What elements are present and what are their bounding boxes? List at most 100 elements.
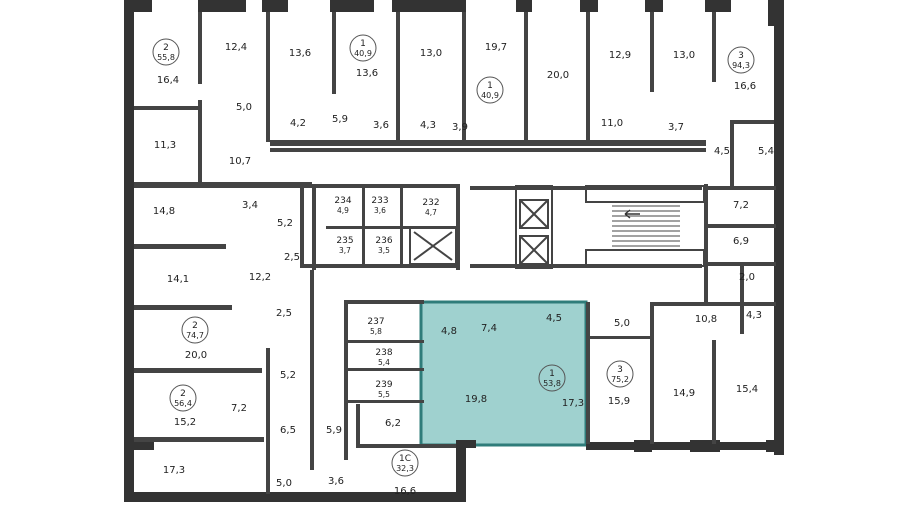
room-area-label: 15,9 bbox=[608, 396, 630, 407]
apartment-area: 94,3 bbox=[732, 61, 750, 70]
room-area-label: 10,7 bbox=[229, 156, 251, 167]
apartment-rooms: 1 bbox=[549, 369, 555, 379]
apartment-rooms: 2 bbox=[163, 43, 169, 53]
room-area-label: 10,8 bbox=[695, 314, 717, 325]
storage-unit-area: 3,6 bbox=[374, 206, 386, 215]
room-area-label: 3,9 bbox=[452, 122, 468, 133]
room-area-label: 4,8 bbox=[441, 326, 457, 337]
room-area-label: 4,2 bbox=[290, 118, 306, 129]
apartment-marker-apt-2-55-8[interactable]: 255,8 bbox=[152, 38, 180, 66]
room-area-label: 4,3 bbox=[746, 310, 762, 321]
room-area-label: 20,0 bbox=[185, 350, 207, 361]
apartment-marker-circle bbox=[606, 360, 634, 388]
storage-unit-area: 4,9 bbox=[337, 206, 349, 215]
room-area-label: 5,2 bbox=[280, 370, 296, 381]
room-area-label: 13,6 bbox=[356, 68, 378, 79]
apartment-marker-circle bbox=[476, 76, 504, 104]
apartment-marker-circle bbox=[391, 449, 419, 477]
room-area-label: 17,3 bbox=[562, 398, 584, 409]
room-area-label: 3,7 bbox=[668, 122, 684, 133]
room-area-label: 7,2 bbox=[733, 200, 749, 211]
apartment-marker-apt-2-74-7[interactable]: 274,7 bbox=[181, 316, 209, 344]
storage-unit-area: 5,5 bbox=[378, 390, 390, 399]
room-area-label: 4,5 bbox=[546, 313, 562, 324]
apartment-area: 40,9 bbox=[481, 91, 499, 100]
apartment-marker-apt-1-40-9-top[interactable]: 140,9 bbox=[349, 34, 377, 62]
storage-unit-number: 238 bbox=[375, 348, 392, 358]
room-area-label: 7,4 bbox=[481, 323, 497, 334]
storage-unit-number: 239 bbox=[375, 380, 392, 390]
room-area-label: 6,5 bbox=[280, 425, 296, 436]
room-area-label: 16,4 bbox=[157, 75, 179, 86]
storage-unit-number: 232 bbox=[422, 198, 439, 208]
apartment-rooms: 3 bbox=[738, 51, 744, 61]
room-area-label: 20,0 bbox=[547, 70, 569, 81]
apartment-marker-apt-2-56-4[interactable]: 256,4 bbox=[169, 384, 197, 412]
apartment-marker-apt-3-94-3[interactable]: 394,3 bbox=[727, 46, 755, 74]
outer-walls bbox=[124, 0, 784, 502]
room-area-label: 12,4 bbox=[225, 42, 247, 53]
room-area-label: 13,0 bbox=[673, 50, 695, 61]
room-area-label: 17,3 bbox=[163, 465, 185, 476]
storage-unit-number: 234 bbox=[334, 196, 351, 206]
room-area-label: 19,8 bbox=[465, 394, 487, 405]
room-area-label: 6,9 bbox=[733, 236, 749, 247]
apartment-marker-apt-1-40-9-mid[interactable]: 140,9 bbox=[476, 76, 504, 104]
apartment-marker-apt-3-75-2[interactable]: 375,2 bbox=[606, 360, 634, 388]
room-area-label: 16,6 bbox=[394, 486, 416, 497]
apartment-rooms: 3 bbox=[617, 365, 623, 375]
room-area-label: 12,2 bbox=[249, 272, 271, 283]
storage-unit-area: 3,5 bbox=[378, 246, 390, 255]
apartment-area: 74,7 bbox=[186, 331, 204, 340]
room-area-label: 15,2 bbox=[174, 417, 196, 428]
apartment-area: 75,2 bbox=[611, 375, 629, 384]
apartment-area: 56,4 bbox=[174, 399, 192, 408]
room-area-label: 12,9 bbox=[609, 50, 631, 61]
stairs-direction-arrow bbox=[624, 209, 640, 219]
room-area-label: 5,9 bbox=[332, 114, 348, 125]
apartment-marker-circle bbox=[538, 364, 566, 392]
room-area-label: 5,0 bbox=[276, 478, 292, 489]
room-area-label: 2,0 bbox=[739, 272, 755, 283]
room-area-label: 5,9 bbox=[326, 425, 342, 436]
elevator-stair-core bbox=[409, 185, 705, 269]
room-area-label: 3,6 bbox=[328, 476, 344, 487]
apartment-marker-circle bbox=[169, 384, 197, 412]
room-area-label: 19,7 bbox=[485, 42, 507, 53]
apartment-area: 55,8 bbox=[157, 53, 175, 62]
apartment-rooms: 1C bbox=[399, 454, 411, 464]
apartment-marker-circle bbox=[181, 316, 209, 344]
stairs bbox=[612, 205, 680, 247]
apartment-rooms: 1 bbox=[360, 39, 366, 49]
room-area-label: 3,6 bbox=[373, 120, 389, 131]
apartment-markers: 255,8140,9140,9394,3274,7256,41C32,3153,… bbox=[152, 34, 755, 477]
apartment-area: 40,9 bbox=[354, 49, 372, 58]
room-area-label: 4,3 bbox=[420, 120, 436, 131]
room-area-label: 11,3 bbox=[154, 140, 176, 151]
storage-unit-number: 235 bbox=[336, 236, 353, 246]
room-area-label: 5,2 bbox=[277, 218, 293, 229]
storage-unit-number: 236 bbox=[375, 236, 392, 246]
room-area-label: 11,0 bbox=[601, 118, 623, 129]
apartment-rooms: 2 bbox=[180, 389, 186, 399]
apartment-rooms: 2 bbox=[192, 321, 198, 331]
apartment-marker-apt-1-53-8[interactable]: 153,8 bbox=[538, 364, 566, 392]
apartment-area: 53,8 bbox=[543, 379, 561, 388]
room-area-label: 5,0 bbox=[236, 102, 252, 113]
room-area-label: 16,6 bbox=[734, 81, 756, 92]
room-area-label: 14,8 bbox=[153, 206, 175, 217]
apartment-marker-circle bbox=[152, 38, 180, 66]
storage-unit-area: 5,8 bbox=[370, 327, 382, 336]
room-area-label: 13,6 bbox=[289, 48, 311, 59]
storage-unit-number: 233 bbox=[371, 196, 388, 206]
